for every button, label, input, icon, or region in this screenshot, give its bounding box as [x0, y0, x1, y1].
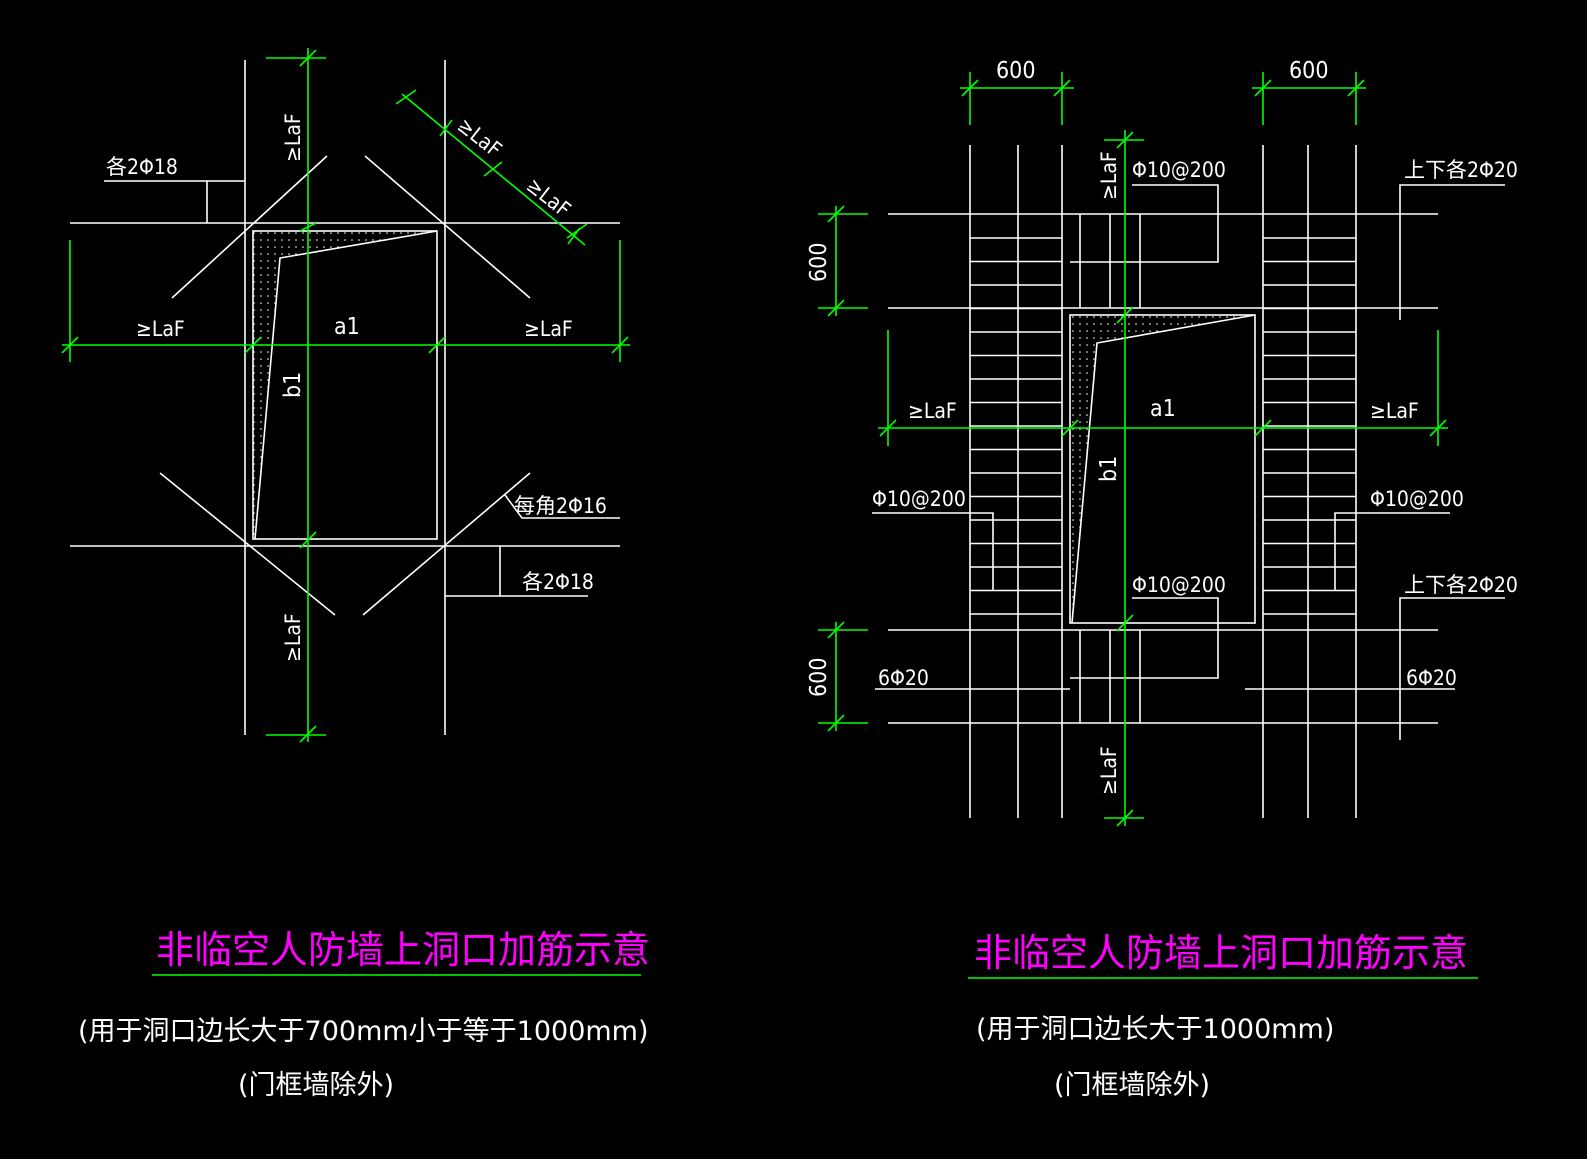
right-stirrups-right	[1263, 237, 1356, 615]
left-laf-left: ≥LaF	[136, 317, 185, 341]
left-laf-bottom: ≥LaF	[281, 613, 305, 662]
right-a1-label: a1	[1150, 396, 1176, 422]
right-leaders	[872, 184, 1505, 740]
right-side-bars-right: 6Φ20	[1406, 666, 1457, 690]
right-laf-left: ≥LaF	[908, 399, 957, 423]
right-dim-600-left: 600	[996, 58, 1036, 84]
right-note-2: (门框墙除外)	[1054, 1070, 1210, 1101]
right-laf-bottom: ≥LaF	[1097, 746, 1121, 795]
left-dimensions	[61, 48, 630, 743]
right-dim-600-top: 600	[806, 243, 832, 283]
right-dimensions	[818, 72, 1448, 827]
right-opening	[1069, 314, 1256, 624]
right-stirrup-right: Φ10@200	[1370, 487, 1464, 511]
left-a1-label: a1	[334, 314, 360, 340]
right-dim-600-right: 600	[1289, 58, 1329, 84]
left-corner-bars-label: 每角2Φ16	[514, 494, 607, 518]
right-top-bottom-bars-top: 上下各2Φ20	[1404, 158, 1518, 182]
left-leaders	[104, 180, 620, 597]
right-note-1: (用于洞口边长大于1000mm)	[976, 1014, 1334, 1045]
left-top-bars-label: 各2Φ18	[106, 155, 178, 179]
left-detail	[61, 48, 630, 743]
left-title: 非临空人防墙上洞口加筋示意	[156, 928, 650, 972]
right-laf-top: ≥LaF	[1097, 151, 1121, 200]
left-b1-label: b1	[280, 372, 306, 398]
right-b1-label: b1	[1096, 456, 1122, 482]
right-laf-right: ≥LaF	[1370, 399, 1419, 423]
right-stirrup-top: Φ10@200	[1132, 158, 1226, 182]
right-top-bottom-bars-bottom: 上下各2Φ20	[1404, 573, 1518, 597]
right-stirrup-left: Φ10@200	[872, 487, 966, 511]
right-detail	[818, 72, 1505, 827]
right-stirrup-bottom: Φ10@200	[1132, 573, 1226, 597]
right-stirrups-left	[970, 237, 1062, 615]
left-laf-top: ≥LaF	[281, 113, 305, 162]
right-title: 非临空人防墙上洞口加筋示意	[974, 931, 1468, 975]
right-dim-600-bottom: 600	[806, 658, 832, 698]
left-note-2: (门框墙除外)	[238, 1070, 394, 1101]
right-side-bars-left: 6Φ20	[878, 666, 929, 690]
left-note-1: (用于洞口边长大于700mm小于等于1000mm)	[78, 1016, 649, 1047]
right-vertical-lines	[969, 145, 1357, 818]
left-opening	[252, 230, 438, 540]
left-diagonal-bars	[159, 155, 531, 616]
left-laf-diag-1: ≥LaF	[453, 113, 506, 162]
left-bottom-bars-label: 各2Φ18	[522, 570, 594, 594]
left-wall-lines	[70, 60, 620, 735]
left-laf-right: ≥LaF	[524, 317, 573, 341]
